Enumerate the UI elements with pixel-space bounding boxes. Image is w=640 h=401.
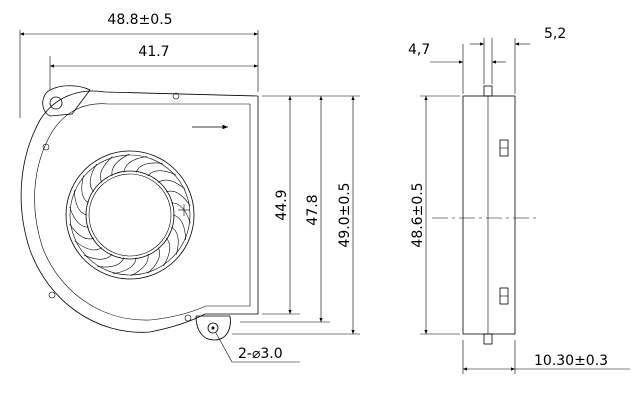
boss-2	[42, 143, 50, 151]
impeller-blade	[147, 247, 160, 274]
impeller-blade	[69, 224, 94, 240]
impeller-blade	[130, 254, 149, 277]
housing-inner-wall	[34, 103, 251, 321]
side-top-right-label: 5,2	[544, 26, 566, 42]
impeller-blade	[171, 226, 179, 255]
dim-side-height: 48.6±0.5	[410, 95, 460, 335]
impeller-blade	[74, 240, 102, 251]
dim-overall-width: 48.8±0.5	[19, 12, 259, 118]
hole-callout: 2-⌀3.0	[215, 332, 300, 363]
side-thickness-label: 10.30±0.3	[534, 353, 608, 369]
inner-height-label: 44.9	[274, 189, 290, 220]
front-view	[20, 85, 259, 341]
impeller-blade	[171, 202, 191, 224]
impeller-blade	[123, 156, 147, 173]
mounting-ear-bottom	[195, 315, 231, 341]
mounting-hole-top	[49, 96, 63, 110]
impeller-blade	[166, 190, 191, 206]
side-height-label: 48.6±0.5	[410, 182, 426, 247]
impeller-blade	[111, 153, 130, 176]
impeller-blade	[172, 214, 186, 240]
dim-side-top: 4,7 5,2	[408, 26, 566, 94]
impeller-blade	[113, 257, 137, 274]
impeller-blade	[158, 179, 186, 190]
mounting-hole-bottom-center	[211, 326, 215, 330]
housing-outline	[20, 90, 259, 333]
overall-width-label: 48.8±0.5	[107, 12, 172, 28]
hole-label: 2-⌀3.0	[238, 346, 283, 362]
boss-3	[48, 291, 56, 299]
body-width-label: 41.7	[138, 44, 169, 60]
dim-side-thickness: 10.30±0.3	[462, 340, 630, 374]
overall-height-label: 49.0±0.5	[337, 182, 353, 247]
boss-1	[172, 92, 180, 100]
impeller	[65, 150, 195, 280]
mounting-hole-bottom	[207, 322, 219, 334]
impeller-blade	[135, 162, 163, 173]
side-top-left-label: 4,7	[408, 42, 430, 58]
impeller-blade	[89, 163, 97, 193]
impeller-blade	[97, 257, 125, 268]
dim-body-width: 41.7	[49, 44, 258, 90]
body-height-label: 47.8	[305, 194, 321, 225]
impeller-blade	[163, 237, 171, 267]
mounting-ear-top	[42, 85, 91, 117]
impeller-blade	[147, 170, 176, 177]
boss-4	[184, 314, 192, 322]
impeller-blade	[81, 175, 89, 204]
side-view	[432, 85, 540, 345]
impeller-blade	[69, 206, 89, 228]
impeller-blade	[100, 156, 113, 183]
dim-heights: 44.9 47.8 49.0±0.5	[232, 95, 360, 335]
impeller-blade	[74, 190, 88, 216]
impeller-blade	[84, 253, 113, 260]
